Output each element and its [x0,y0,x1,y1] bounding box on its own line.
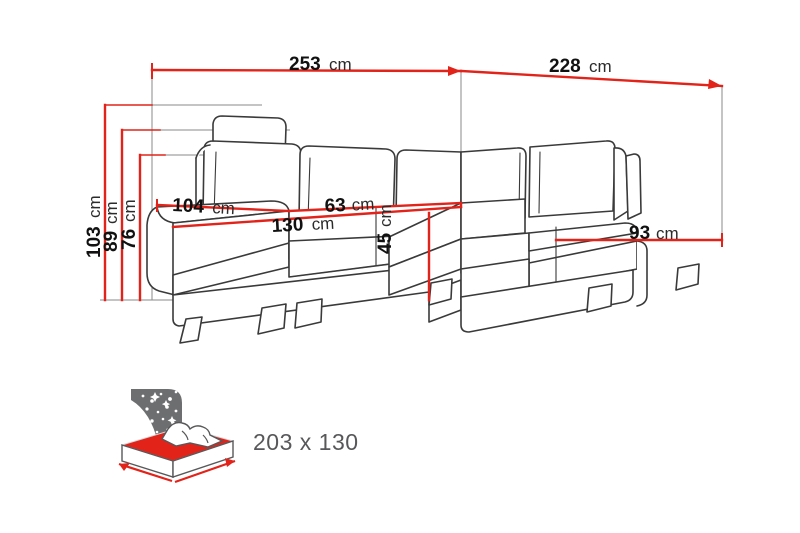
right-base [460,269,634,333]
bed-arrow-head-left [119,463,130,471]
label-228-value: 228 [549,56,581,77]
star [174,409,178,413]
leg-right-rear [675,263,700,291]
dimline-104 [155,203,291,213]
label-76-unit: cm [120,199,139,222]
right-arm-outer [625,153,642,220]
dimline-63 [287,201,463,213]
label-103-unit: cm [85,195,104,218]
label-93-value: 93 [629,223,650,244]
dimline-253 [150,68,463,73]
pillow-fold-1 [181,430,189,441]
label-104-unit: cm [212,198,236,218]
star [168,397,172,401]
dimline-228 [459,69,724,88]
corner-seat-top-right [460,198,526,240]
leg-right-front [586,283,613,313]
arrow-228-right [708,79,722,89]
bed-arrow-width [118,462,173,483]
star [174,390,178,394]
star [141,394,145,398]
star-sparkle [167,416,177,425]
label-63-unit: cm [351,194,375,214]
crescent-moon-shape [131,400,158,443]
left-arm-outer-face [146,206,176,296]
bed-dimension-arrows [118,458,236,484]
star-sparkle [137,424,147,433]
label-130-unit: cm [311,214,335,234]
label-104: 104 cm [172,195,236,218]
label-130: 130 cm [271,214,335,237]
arrow-253-right [448,66,461,76]
back-cushion-4 [528,140,616,218]
sleeping-area-label: 203 x 130 [253,429,359,455]
star [150,399,154,403]
pillow-duvet [161,421,224,448]
star [159,392,163,396]
label-103-value: 103 [84,226,105,258]
star [145,407,149,411]
sofa-drawing [146,115,700,344]
seam-4 [538,151,541,214]
right-base-outer [636,240,648,307]
pillow-fold-2 [202,434,209,444]
bed-night-icon: 203 x 130 [118,389,359,484]
star [155,430,159,434]
bed-arrow-head-right [225,458,235,467]
label-103: 103 cm [84,195,105,258]
star [138,415,142,419]
label-253-value: 253 [289,54,321,75]
label-89-value: 89 [101,231,122,252]
label-63-value: 63 [324,195,346,217]
back-panel-left-curve [195,144,211,159]
star [150,419,154,423]
star-sparkle [161,400,171,409]
dimension-lines [103,63,724,302]
label-253-unit: cm [329,55,352,74]
label-45: 45 cm [375,204,396,254]
star-sparkle [150,392,160,402]
leg-front-mid2 [294,298,323,329]
label-76: 76 cm [119,199,140,250]
leg-front-mid [257,303,287,335]
label-93: 93 cm [629,223,679,244]
mattress-side-right [172,440,234,478]
dimline-130 [171,205,463,229]
label-45-value: 45 [375,232,396,254]
star [134,433,138,437]
star [161,417,165,421]
label-130-value: 130 [271,214,304,237]
label-228: 228 cm [549,56,612,77]
label-93-unit: cm [656,224,679,243]
back-cushion-2 [298,145,396,225]
label-63: 63 cm [324,194,375,217]
label-104-value: 104 [172,195,205,218]
bed-arrow-length [174,459,236,484]
label-228-unit: cm [589,57,612,76]
label-89: 89 cm [101,201,122,252]
label-45-unit: cm [376,204,395,227]
base-left [172,265,430,327]
label-89-unit: cm [102,201,121,224]
label-76-value: 76 [119,229,140,250]
leg-front-left [179,316,203,344]
label-253: 253 cm [289,54,352,75]
star [156,410,160,414]
